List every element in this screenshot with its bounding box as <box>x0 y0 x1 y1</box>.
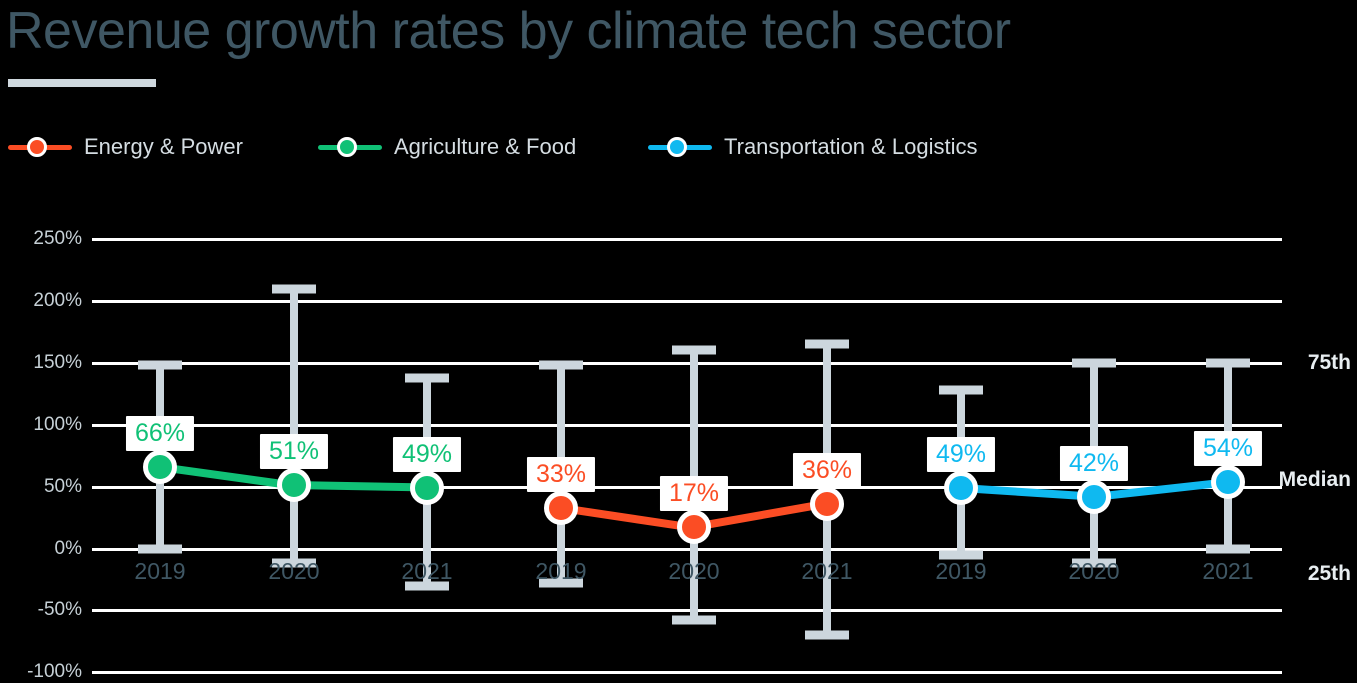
error-bar-cap <box>939 385 983 395</box>
error-bar-cap <box>405 581 449 591</box>
legend-item[interactable]: Agriculture & Food <box>318 128 576 166</box>
legend-item[interactable]: Transportation & Logistics <box>648 128 978 166</box>
error-bar-cap <box>1072 358 1116 368</box>
data-point-label: 66% <box>125 415 195 451</box>
data-point-label: 36% <box>792 452 862 488</box>
y-axis-tick-label: 200% <box>33 289 82 311</box>
error-bar-cap <box>138 544 182 553</box>
error-bar-cap <box>272 284 316 294</box>
percentile-annotation: 25th <box>1307 562 1351 585</box>
x-axis-tick-label: 2020 <box>1068 558 1120 584</box>
series-line-segment <box>1093 477 1229 501</box>
error-bar-cap <box>805 630 849 640</box>
x-axis-tick-label: 2019 <box>935 558 987 584</box>
data-point-label: 49% <box>926 436 996 472</box>
gridline <box>92 423 1282 427</box>
y-axis-tick-label: -50% <box>37 599 82 621</box>
series-line-segment <box>293 481 428 492</box>
data-point-marker[interactable] <box>944 470 978 505</box>
legend-marker-icon <box>648 134 712 160</box>
legend-item-label: Transportation & Logistics <box>724 134 978 159</box>
error-bar-cap <box>405 373 449 383</box>
data-point-marker[interactable] <box>810 486 844 521</box>
data-point-marker[interactable] <box>544 490 578 525</box>
error-bar-cap <box>1206 358 1250 368</box>
error-bar-cap <box>272 558 316 568</box>
error-bar-cap <box>672 345 716 355</box>
data-point-label: 54% <box>1193 430 1263 466</box>
x-axis-tick-label: 2021 <box>1202 558 1254 584</box>
error-bar-cap <box>138 360 182 370</box>
error-bar-cap <box>1206 544 1250 553</box>
legend-item[interactable]: Energy & Power <box>8 128 243 166</box>
error-bar <box>290 288 298 564</box>
legend-item-label: Energy & Power <box>84 134 243 159</box>
data-point-label: 49% <box>392 436 462 472</box>
data-point-marker[interactable] <box>143 449 177 484</box>
data-point-marker[interactable] <box>410 470 444 505</box>
gridline <box>92 671 1282 675</box>
data-point-label: 17% <box>659 476 729 512</box>
data-point-label: 51% <box>259 434 329 470</box>
page-title: Revenue growth rates by climate tech sec… <box>6 2 1011 60</box>
x-axis-tick-label: 2021 <box>801 558 853 584</box>
y-axis-tick-label: 50% <box>43 475 82 497</box>
data-point-marker[interactable] <box>1077 479 1111 514</box>
data-point-label: 42% <box>1059 445 1129 481</box>
title-accent-bar <box>8 79 156 87</box>
data-point-label: 33% <box>526 456 596 492</box>
y-axis-tick-label: 250% <box>33 228 82 249</box>
legend-marker-icon <box>8 134 72 160</box>
y-axis-tick-label: 100% <box>33 413 82 435</box>
legend-item-label: Agriculture & Food <box>394 134 577 159</box>
gridline <box>92 299 1282 303</box>
error-bar-cap <box>672 615 716 625</box>
percentile-annotation: Median <box>1278 468 1351 491</box>
x-axis-tick-label: 2019 <box>134 558 186 584</box>
gridline <box>92 361 1282 365</box>
y-axis-tick-label: 150% <box>33 351 82 373</box>
error-bar-cap <box>939 550 983 560</box>
x-axis-tick-label: 2020 <box>668 558 720 584</box>
gridline <box>92 547 1282 551</box>
x-axis-tick-label: 2020 <box>268 558 320 584</box>
x-axis-tick-label: 2019 <box>535 558 587 584</box>
error-bar-cap <box>539 360 583 370</box>
data-point-marker[interactable] <box>1211 464 1245 499</box>
error-bar-cap <box>539 578 583 588</box>
data-point-marker[interactable] <box>277 468 311 503</box>
percentile-annotation: 75th <box>1307 351 1351 374</box>
y-axis-tick-label: -100% <box>27 661 82 683</box>
data-point-marker[interactable] <box>677 510 711 545</box>
y-axis-tick-label: 0% <box>54 537 82 559</box>
gridline <box>92 609 1282 613</box>
gridline <box>92 238 1282 241</box>
error-bar-cap <box>805 339 849 349</box>
legend-marker-icon <box>318 134 382 160</box>
x-axis-tick-label: 2021 <box>401 558 453 584</box>
error-bar-cap <box>1072 558 1116 568</box>
